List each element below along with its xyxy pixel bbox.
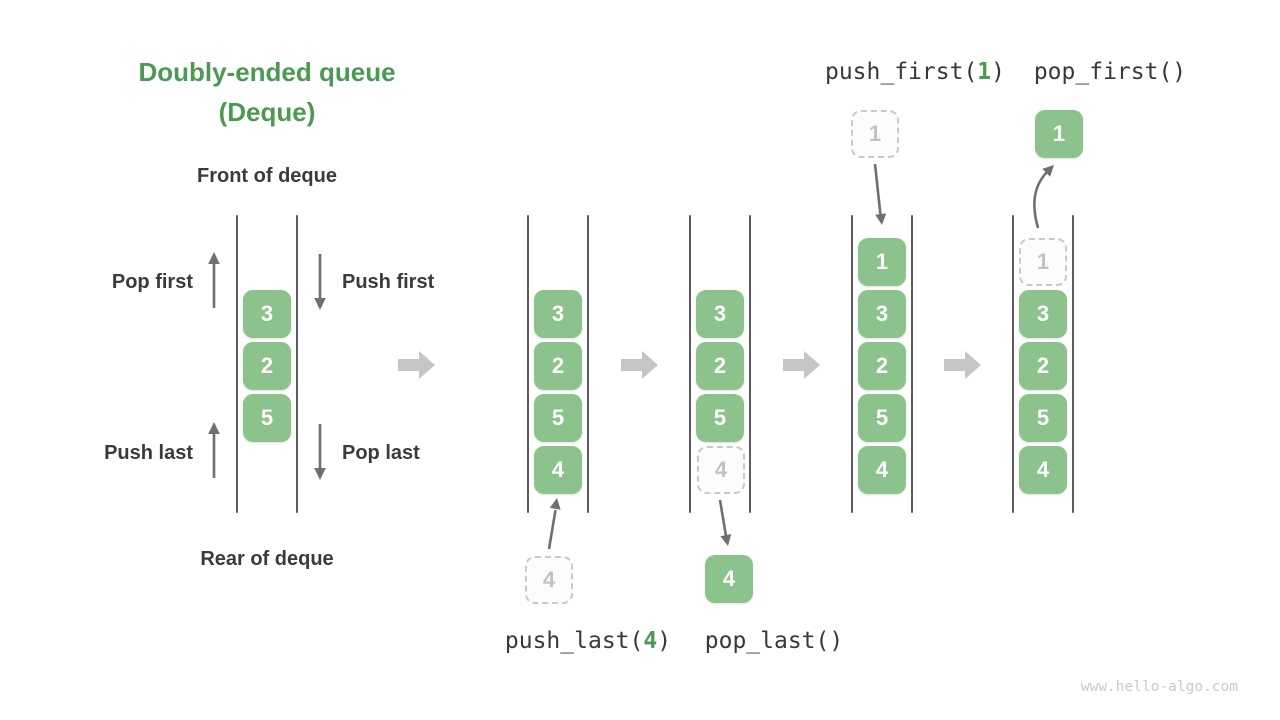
pop-first-flow-arrow-icon [1033, 165, 1054, 229]
incoming-element-ghost: 1 [851, 110, 899, 158]
page-title-line1: Doubly-ended queue [138, 57, 396, 87]
deque-cell: 4 [1019, 446, 1067, 494]
code-text: ) [657, 628, 672, 654]
deque-cell: 2 [696, 342, 744, 390]
pop-first-operation-label: pop_first() [1033, 59, 1187, 85]
removed-element-ghost: 4 [697, 446, 745, 494]
step-arrow-icon [783, 351, 820, 379]
deque-cell: 2 [534, 342, 582, 390]
queue-wall [527, 215, 529, 513]
incoming-element-ghost: 4 [525, 556, 573, 604]
deque-cell: 4 [858, 446, 906, 494]
queue-wall [851, 215, 853, 513]
popped-element: 4 [705, 555, 753, 603]
code-text: push_last( [504, 628, 644, 654]
page-title-line2: (Deque) [218, 97, 316, 127]
step-arrow-icon [398, 351, 435, 379]
deque-cell: 2 [1019, 342, 1067, 390]
step-arrow-icon [621, 351, 658, 379]
code-text: push_first( [824, 59, 978, 85]
queue-wall [587, 215, 589, 513]
pop-last-label: Pop last [342, 442, 420, 464]
push-first-arrow-icon [314, 254, 326, 310]
push-first-operation-label: push_first(1) [805, 59, 1025, 85]
deque-cell: 5 [243, 394, 291, 442]
push-last-arrow-icon [208, 422, 220, 478]
deque-cell: 1 [858, 238, 906, 286]
queue-wall [296, 215, 298, 513]
deque-cell: 5 [696, 394, 744, 442]
deque-cell: 4 [534, 446, 582, 494]
deque-cell: 5 [858, 394, 906, 442]
push-first-label: Push first [342, 271, 435, 293]
push-last-flow-arrow-icon [547, 498, 561, 550]
queue-wall [236, 215, 238, 513]
removed-element-ghost: 1 [1019, 238, 1067, 286]
queue-wall [689, 215, 691, 513]
push-first-flow-arrow-icon [873, 163, 887, 225]
deque-cell: 3 [1019, 290, 1067, 338]
deque-cell: 5 [1019, 394, 1067, 442]
deque-cell: 2 [243, 342, 291, 390]
pop-last-flow-arrow-icon [718, 499, 732, 546]
queue-wall [1072, 215, 1074, 513]
page-title: Doubly-ended queue (Deque) [117, 52, 417, 132]
front-of-deque-label: Front of deque [197, 165, 337, 187]
watermark: www.hello-algo.com [1080, 679, 1238, 695]
queue-wall [911, 215, 913, 513]
deque-cell: 2 [858, 342, 906, 390]
pop-last-operation-label: pop_last() [704, 628, 844, 654]
deque-cell: 3 [858, 290, 906, 338]
push-last-label: Push last [104, 442, 193, 464]
queue-wall [749, 215, 751, 513]
code-text: ) [991, 59, 1006, 85]
queue-wall [1012, 215, 1014, 513]
popped-element: 1 [1035, 110, 1083, 158]
deque-cell: 3 [243, 290, 291, 338]
code-arg: 1 [977, 59, 992, 85]
rear-of-deque-label: Rear of deque [200, 548, 334, 570]
code-arg: 4 [643, 628, 658, 654]
step-arrow-icon [944, 351, 981, 379]
pop-first-arrow-icon [208, 252, 220, 308]
deque-cell: 3 [534, 290, 582, 338]
deque-cell: 3 [696, 290, 744, 338]
pop-first-label: Pop first [111, 271, 193, 293]
push-last-operation-label: push_last(4) [478, 628, 698, 654]
pop-last-arrow-icon [314, 424, 326, 480]
deque-cell: 5 [534, 394, 582, 442]
